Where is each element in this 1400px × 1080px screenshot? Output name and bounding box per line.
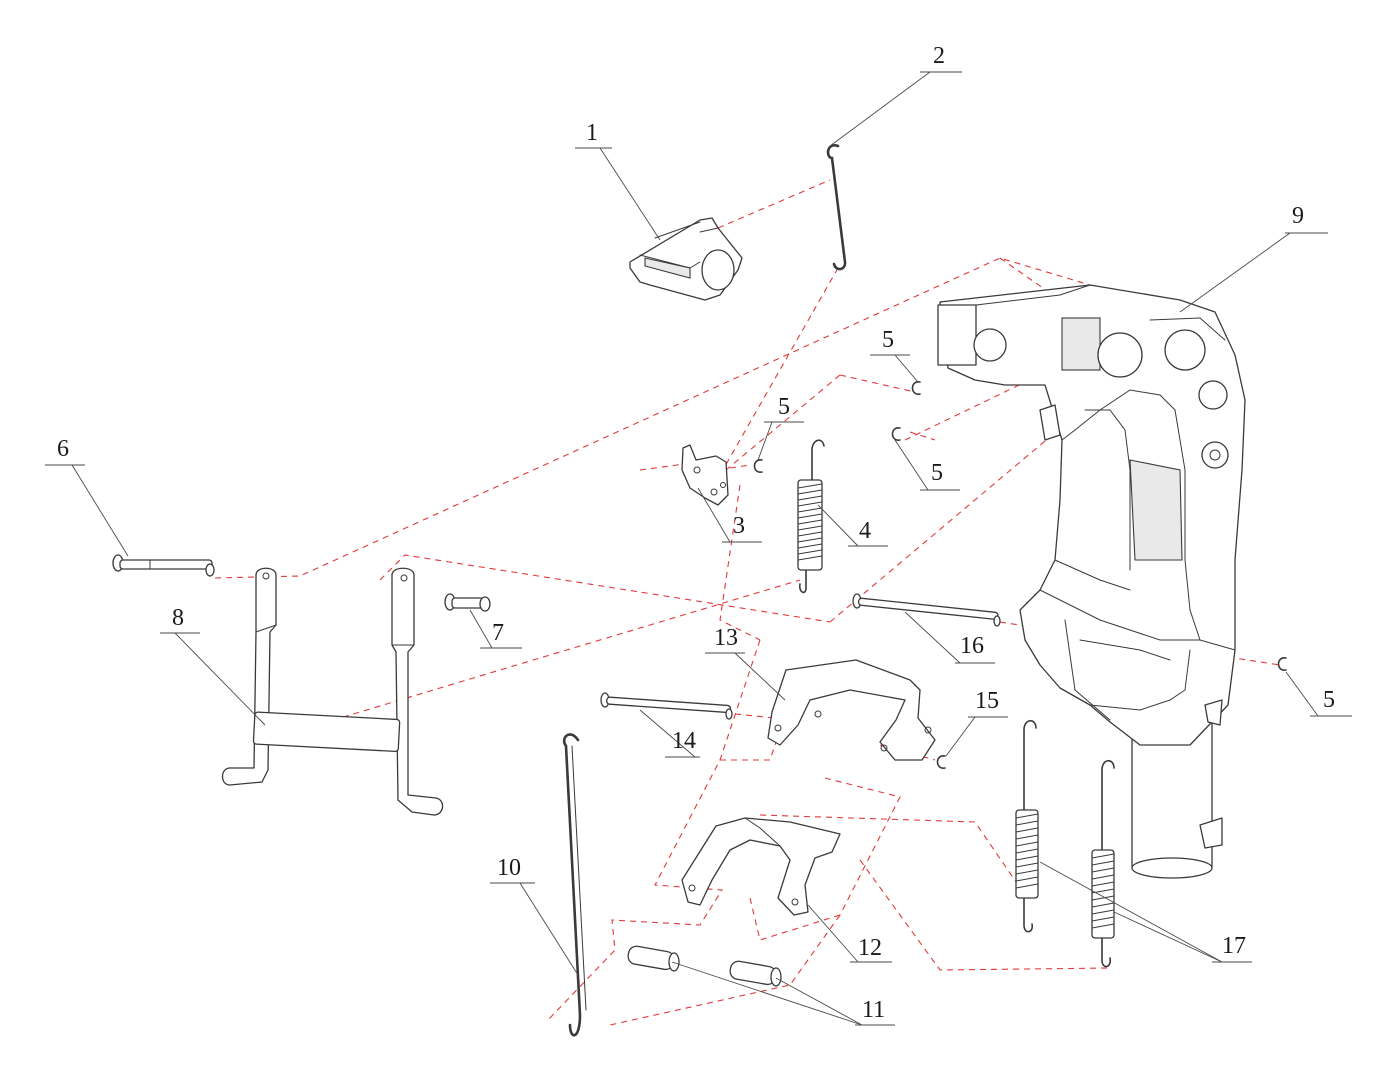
callout-12: 12 — [858, 935, 882, 961]
part-16-pin — [852, 593, 1001, 627]
callout-1: 1 — [586, 120, 598, 146]
part-5-clip-a — [911, 381, 921, 395]
part-12-lower-yoke — [681, 817, 841, 916]
part-11-bushing-a — [627, 945, 680, 972]
part-17-spring-a — [1015, 719, 1039, 933]
part-13-upper-yoke — [767, 659, 936, 761]
part-17-spring-b — [1091, 759, 1115, 968]
callout-3: 3 — [733, 513, 745, 539]
callout-16: 16 — [960, 633, 984, 659]
callout-8: 8 — [172, 605, 184, 631]
callout-17: 17 — [1222, 933, 1246, 959]
part-6-pin — [112, 554, 215, 577]
callout-5: 5 — [931, 460, 943, 486]
part-11-bushing-b — [729, 960, 782, 987]
part-9-carrier-frame — [937, 284, 1246, 879]
part-1-latch — [629, 217, 743, 301]
part-3-bracket — [681, 444, 729, 506]
callout-5: 5 — [1323, 687, 1335, 713]
part-8-h-lever — [221, 567, 444, 816]
part-7-pin — [444, 593, 491, 612]
callout-14: 14 — [672, 728, 696, 754]
callout-9: 9 — [1292, 203, 1304, 229]
callout-13: 13 — [714, 625, 738, 651]
callout-6: 6 — [57, 436, 69, 462]
callout-10: 10 — [497, 855, 521, 881]
callout-5: 5 — [778, 394, 790, 420]
part-5-clip-c — [891, 427, 901, 441]
part-5-clip-b — [753, 459, 763, 473]
part-2-hook-rod — [826, 144, 847, 271]
callout-5: 5 — [882, 327, 894, 353]
part-4-spring — [797, 439, 825, 594]
callout-11: 11 — [862, 997, 885, 1023]
callout-2: 2 — [933, 43, 945, 69]
part-10-rod — [562, 733, 587, 1037]
callout-15: 15 — [975, 688, 999, 714]
part-14-pin — [600, 692, 733, 720]
callout-7: 7 — [492, 620, 504, 646]
callout-4: 4 — [859, 518, 871, 544]
part-5-clip-d — [1277, 657, 1287, 671]
assembly-paths — [214, 179, 1281, 1026]
part-15-clip — [936, 755, 946, 769]
callout-leaders — [45, 71, 1352, 1026]
callout-labels: 1 2 3 4 5 5 5 5 6 7 8 9 10 11 12 13 14 1… — [57, 43, 1335, 1023]
